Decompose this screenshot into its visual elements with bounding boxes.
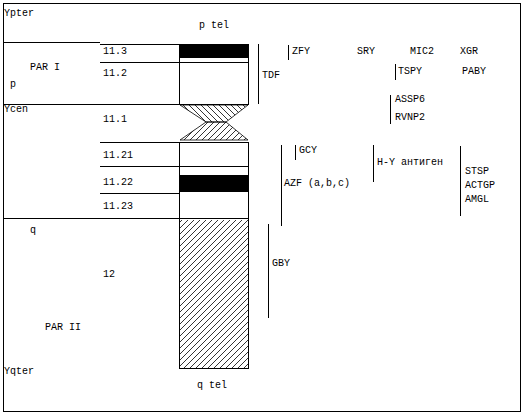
band-label: PABY	[462, 66, 486, 78]
band-label: TSPY	[398, 66, 422, 78]
band-label: ZFY	[292, 46, 310, 58]
band-label: ACTGP	[465, 180, 495, 192]
band-label: 11.2	[103, 68, 127, 80]
band-label: PAR II	[45, 322, 81, 334]
band-label: 11.22	[103, 177, 133, 189]
band-label: q	[30, 225, 36, 237]
band-label: XGR	[460, 46, 478, 58]
band-label: p tel	[199, 20, 229, 32]
band-label: TDF	[262, 70, 280, 82]
band-label: q tel	[197, 380, 227, 392]
band-label: Ycen	[4, 104, 28, 116]
band-label: 11.1	[103, 114, 127, 126]
band-label: SRY	[357, 46, 375, 58]
band-label: 11.23	[103, 201, 133, 213]
band-label: Yqter	[4, 366, 34, 378]
band-label: AZF (a,b,c)	[284, 178, 350, 190]
band-label: MIC2	[410, 46, 434, 58]
band-label: 11.21	[103, 150, 133, 162]
band-label: GBY	[272, 258, 290, 270]
band-label: Ypter	[4, 8, 34, 20]
band-label: 12	[103, 269, 115, 281]
band-label: ASSP6	[395, 94, 425, 106]
band-label: 11.3	[103, 46, 127, 58]
band-label: AMGL	[465, 194, 489, 206]
band-label: PAR I	[30, 62, 60, 74]
band-label: RVNP2	[395, 112, 425, 124]
band-label: STSP	[465, 166, 489, 178]
band-label: p	[10, 79, 16, 91]
band-label: GCY	[299, 145, 317, 157]
band-label: H-Y антиген	[377, 157, 443, 169]
